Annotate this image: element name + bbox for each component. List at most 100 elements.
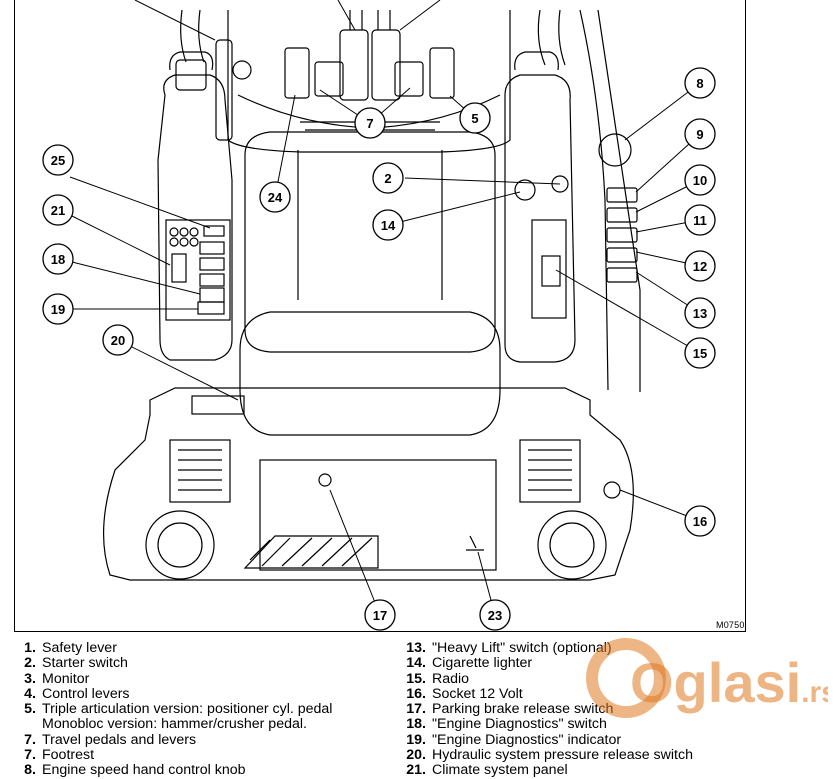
legend-text: Safety lever <box>42 640 117 656</box>
travel-pedal-left <box>339 29 369 101</box>
legend-item: 20.Hydraulic system pressure release swi… <box>402 747 762 764</box>
callout-18: 18 <box>42 243 74 275</box>
callout-circle <box>479 599 511 631</box>
left-switch-panel <box>165 219 231 321</box>
drawing-frame <box>14 0 746 632</box>
legend-item: 4.Control levers <box>22 685 397 702</box>
cigarette-lighter <box>514 179 536 201</box>
callout-circle <box>372 209 404 241</box>
callout-14: 14 <box>372 209 404 241</box>
callout-label: 11 <box>693 213 707 228</box>
legend-number: 14. <box>406 655 426 672</box>
legend-text: Engine speed hand control knob <box>42 762 246 779</box>
engine-speed-knob <box>598 133 632 167</box>
callout-12: 12 <box>684 250 716 282</box>
legend-number: 1. <box>24 640 36 656</box>
callout-label: 5 <box>471 111 478 126</box>
callout-circle <box>102 324 134 356</box>
legend-text: Socket 12 Volt <box>432 685 523 702</box>
callout-circle <box>364 599 396 631</box>
legend-item: 14. Cigarette lighter <box>402 655 762 672</box>
callout-label: 24 <box>268 190 283 205</box>
legend-text-continued: Monobloc version: hammer/crusher pedal. <box>42 716 307 733</box>
pedal-left-outer <box>284 47 310 99</box>
legend-item: 13. "Heavy Lift" switch (optional) <box>402 640 762 656</box>
legend-item: 17.Parking brake release switch <box>402 701 762 718</box>
legend-text: "Heavy Lift" switch (optional) <box>432 640 612 656</box>
callout-label: 8 <box>696 76 703 91</box>
callout-25: 25 <box>42 144 74 176</box>
callout-label: 13 <box>693 306 707 321</box>
callout-8: 8 <box>684 67 716 99</box>
floor-mat <box>243 535 379 569</box>
callout-label: 25 <box>51 153 65 168</box>
callout-circle <box>259 181 291 213</box>
legend-number: 13. <box>406 640 426 656</box>
legend-item: 7. Travel pedals and levers <box>22 731 397 748</box>
callout-16: 16 <box>684 505 716 537</box>
callout-10: 10 <box>684 164 716 196</box>
callout-label: 7 <box>366 116 373 131</box>
figure-code: M0750 <box>716 620 745 630</box>
callout-circle <box>42 243 74 275</box>
legend-item: 8.Engine speed hand control knob <box>22 762 397 779</box>
legend-item: 2. Starter switch <box>22 655 397 672</box>
callout-23: 23 <box>479 599 511 631</box>
legend-text: Control levers <box>42 685 130 702</box>
legend-text: "Engine Diagnostics" indicator <box>432 731 622 748</box>
pedal-right-inner <box>394 61 424 97</box>
callout-2: 2 <box>372 162 404 194</box>
callout-circle <box>684 204 716 236</box>
callout-circle <box>684 250 716 282</box>
legend-number: 17. <box>406 701 426 718</box>
callout-circle <box>42 293 74 325</box>
legend-text: Climate system panel <box>432 762 568 779</box>
callout-label: 23 <box>488 608 502 623</box>
legend-text: Footrest <box>42 747 95 764</box>
callout-7: 7 <box>354 107 386 139</box>
legend-text: Cigarette lighter <box>432 655 533 672</box>
legend-text: Triple articulation version: positioner … <box>42 701 333 718</box>
callout-circle <box>42 194 74 226</box>
legend-number: 20. <box>406 747 426 764</box>
callout-label: 15 <box>693 346 707 361</box>
callout-circle <box>684 297 716 329</box>
callout-circle <box>684 164 716 196</box>
callout-label: 17 <box>373 608 387 623</box>
callout-circle <box>354 107 386 139</box>
front-console <box>227 10 511 153</box>
legend-text: Starter switch <box>42 655 128 672</box>
legend-item: 16. Socket 12 Volt <box>402 685 762 702</box>
callout-label: 12 <box>693 259 707 274</box>
legend-left: 1.Safety lever 2.Starter switch 3.Monito… <box>22 640 397 779</box>
legend-item: 1. Safety lever <box>22 640 397 656</box>
legend-number: 16. <box>406 685 426 702</box>
legend-item: 21. Climate system panel <box>402 762 762 779</box>
legend-number: 7. <box>24 731 36 748</box>
callout-label: 20 <box>111 333 125 348</box>
callout-5: 5 <box>459 102 491 134</box>
speaker-right <box>537 510 607 580</box>
legend-number: 7. <box>24 747 36 764</box>
legend-item: 15.Radio <box>402 670 762 687</box>
callout-circle <box>459 102 491 134</box>
legend-right: 13. "Heavy Lift" switch (optional) 14. Cig… <box>402 640 762 779</box>
callout-circle <box>42 144 74 176</box>
callout-label: 19 <box>51 302 65 317</box>
callout-label: 21 <box>51 203 65 218</box>
legend-number: 2. <box>24 655 36 672</box>
right-armrest <box>504 74 576 363</box>
callout-19: 19 <box>42 293 74 325</box>
legend-number: 21. <box>406 762 426 779</box>
legend-text: Radio <box>432 670 470 687</box>
callout-21: 21 <box>42 194 74 226</box>
callout-label: 2 <box>384 171 391 186</box>
parking-brake-switch-icon <box>318 473 332 487</box>
pedal-right-outer <box>429 47 455 99</box>
legend-text: Travel pedals and levers <box>42 731 197 748</box>
operator-seat-cushion <box>239 311 501 436</box>
callout-13: 13 <box>684 297 716 329</box>
right-control-lever <box>537 9 566 66</box>
